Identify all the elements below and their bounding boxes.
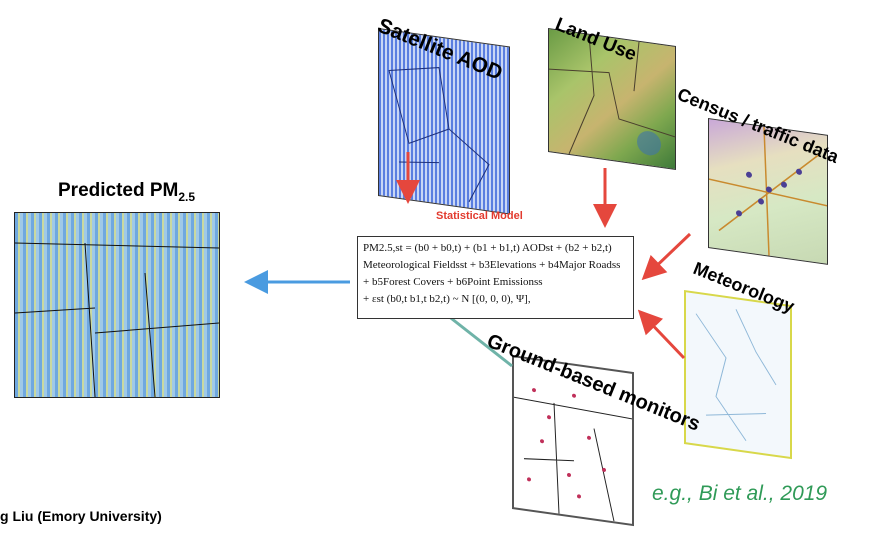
land-use-boundaries (549, 34, 675, 156)
predicted-pm25-map (14, 212, 220, 398)
equation-line-2: Meteorological Fieldsst + b3Elevations +… (363, 259, 621, 271)
meteorology-lines (695, 309, 777, 441)
land-use-map (548, 28, 676, 170)
equation-line-1: PM2.5,st = (b0 + b0,t) + (b1 + b1,t) AOD… (363, 242, 612, 254)
output-title: Predicted PM2.5 (58, 180, 195, 204)
output-title-main: Predicted PM (58, 180, 179, 201)
citation: e.g., Bi et al., 2019 (652, 482, 828, 505)
census-traffic-map (708, 118, 828, 265)
model-equation-box: PM2.5,st = (b0 + b0,t) + (b1 + b1,t) AOD… (357, 236, 634, 319)
ground-monitors-map (512, 355, 634, 527)
label-statistical-model: Statistical Model (436, 210, 523, 222)
equation-line-3: + b5Forest Covers + b6Point Emissionss (363, 276, 543, 288)
author-credit: g Liu (Emory University) (0, 508, 162, 524)
satellite-aod-map (378, 28, 510, 215)
meteorology-map (684, 290, 792, 460)
ground-monitors-points (514, 388, 632, 522)
satellite-aod-boundaries (388, 67, 490, 203)
census-traffic-roads (709, 126, 827, 256)
predicted-pm25-boundaries (15, 242, 219, 397)
arrow-meteorology-to-model (637, 309, 686, 360)
output-title-sub: 2.5 (178, 189, 196, 204)
equation-line-4: + εst (b0,t b1,t b2,t) ~ N [(0, 0, 0), Ψ… (363, 293, 531, 305)
arrow-census-to-model (641, 232, 692, 281)
